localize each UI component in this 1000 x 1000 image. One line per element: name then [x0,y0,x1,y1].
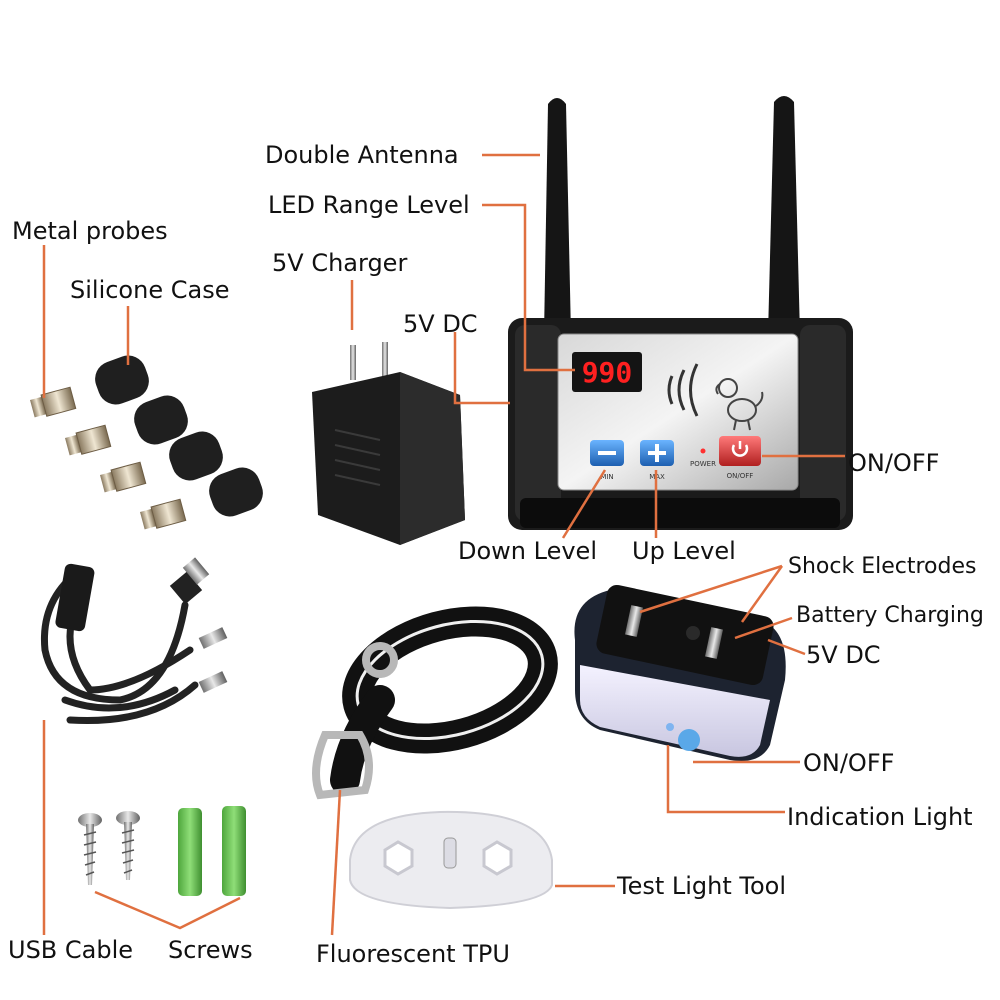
silicone-cases [95,355,263,517]
collar-strap [330,606,558,795]
label-on-off-receiver: ON/OFF [803,749,895,777]
label-down-level: Down Level [458,537,597,565]
antenna-icon [544,98,571,335]
led-display [572,352,642,392]
on-off-label: ON/OFF [727,472,754,480]
usb-cable [40,566,199,725]
test-light-tool [349,810,553,910]
power-indicator [700,448,706,454]
led-display-value: 990 [582,356,633,389]
label-on-off-transmitter: ON/OFF [848,449,940,477]
power-label: POWER [690,460,716,468]
label-metal-probes: Metal probes [12,217,168,245]
indication-light [666,723,674,731]
transmitter: 990 MIN MAX POWER ON [508,96,853,530]
leader-lines [42,153,845,936]
charger [312,342,465,545]
label-usb-cable: USB Cable [8,936,134,964]
label-5v-dc-receiver: 5V DC [806,641,881,669]
label-shock-electrodes: Shock Electrodes [788,554,977,579]
label-indication-light: Indication Light [787,803,973,831]
label-screws: Screws [168,936,253,964]
label-fluorescent-tpu: Fluorescent TPU [316,940,510,968]
label-led-range-level: LED Range Level [268,191,470,219]
on-off-button[interactable] [719,436,761,466]
label-double-antenna: Double Antenna [265,141,459,169]
label-up-level: Up Level [632,537,736,565]
min-label: MIN [600,473,613,481]
dog-icon [715,378,764,431]
label-charger: 5V Charger [272,249,408,277]
metal-probes [30,386,187,530]
antenna-icon [768,96,800,335]
plus-icon [648,444,666,462]
label-5v-dc-transmitter: 5V DC [403,310,478,338]
receiver [574,584,786,761]
label-silicone-case: Silicone Case [70,276,230,304]
power-icon [731,441,749,457]
receiver-power-button[interactable] [678,729,700,751]
signal-waves-icon [667,363,699,417]
label-battery-charging: Battery Charging [796,603,984,628]
label-test-light-tool: Test Light Tool [617,872,787,900]
collar-buckle [312,642,398,800]
screws [78,806,246,896]
minus-icon [598,451,616,455]
